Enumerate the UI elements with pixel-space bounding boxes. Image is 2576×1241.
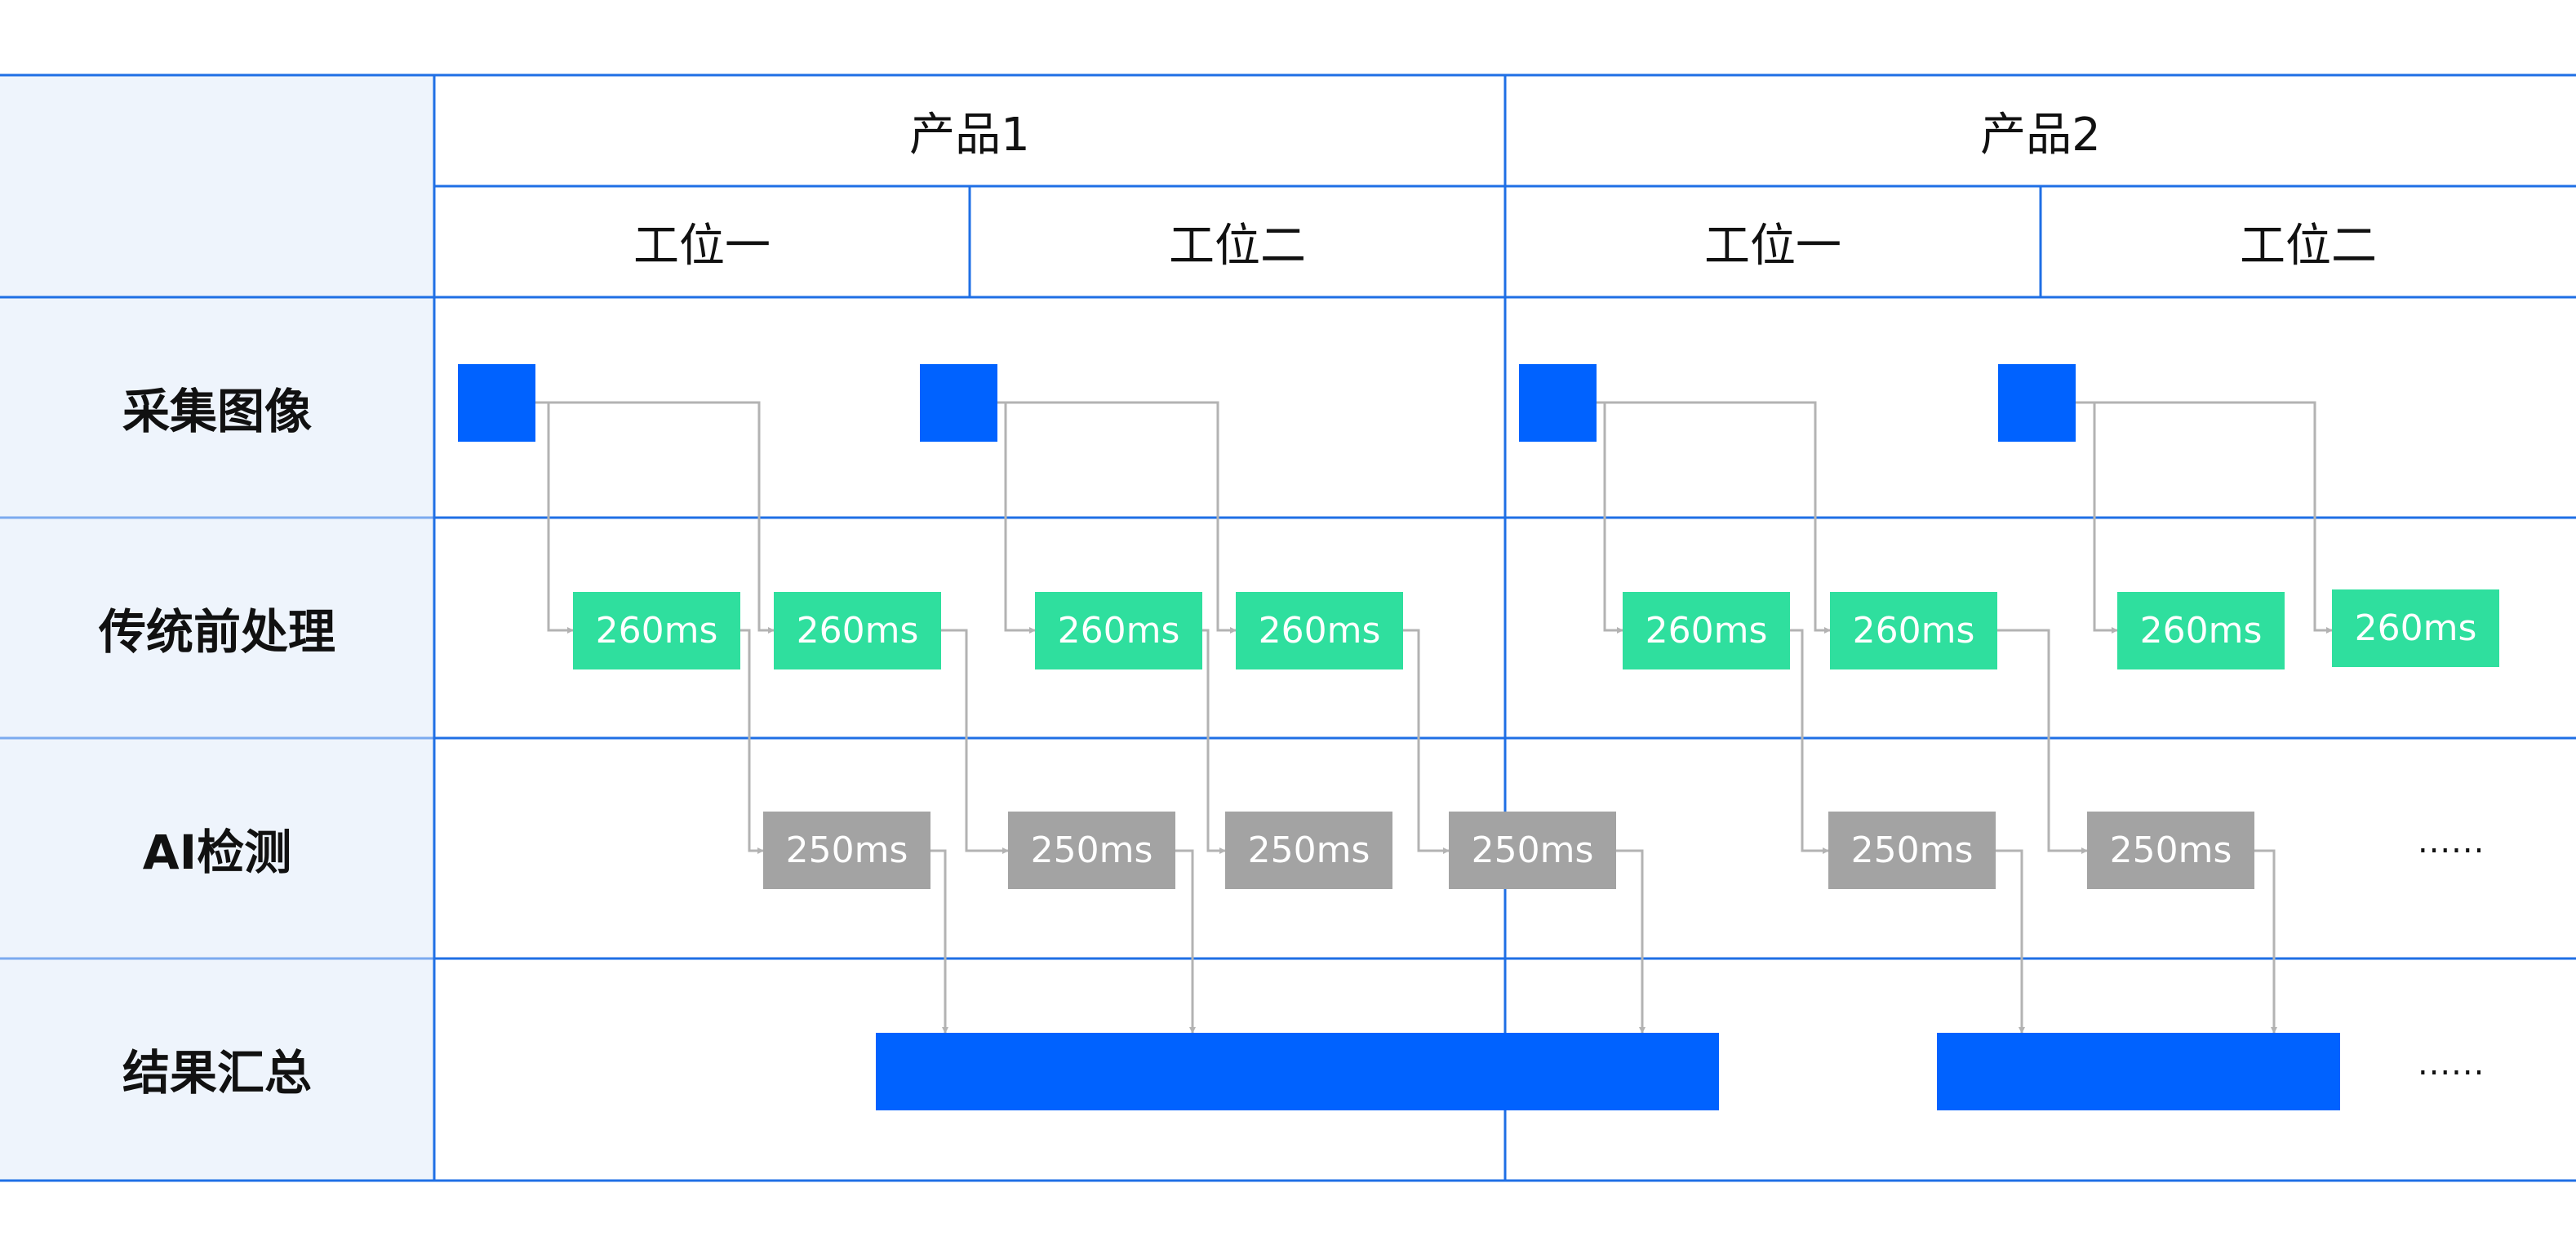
summary-continuation-ellipsis: ......	[2418, 1045, 2485, 1083]
preprocess-task: 260ms	[1623, 592, 1790, 669]
ai-task: 250ms	[1449, 812, 1616, 889]
product-1-station-1-header: 工位一	[633, 219, 771, 273]
flow-arrow	[1175, 849, 1196, 1034]
flow-arrow	[2254, 849, 2277, 1034]
capture-block	[1998, 364, 2076, 442]
flow-arrow	[1202, 629, 1226, 854]
capture-block	[1519, 364, 1597, 442]
preprocess-task: 260ms	[1236, 592, 1403, 669]
preprocess-task: 260ms	[573, 592, 740, 669]
product-1-station-2-header: 工位二	[1169, 219, 1306, 273]
preprocess-task: 260ms	[1035, 592, 1202, 669]
flow-arrow	[1997, 629, 2088, 854]
flow-arrow	[535, 401, 775, 634]
flow-arrow	[941, 629, 1009, 854]
capture-block	[920, 364, 997, 442]
product-2-station-1-header: 工位一	[1704, 219, 1841, 273]
flow-arrow	[740, 629, 764, 854]
summary-bar	[876, 1033, 1719, 1110]
flow-arrow	[1597, 401, 1831, 634]
preprocess-task: 260ms	[2332, 589, 2499, 667]
row-label-summary: 结果汇总	[122, 1045, 312, 1101]
flow-arrow	[1403, 629, 1450, 854]
product-1-header: 产品1	[909, 108, 1030, 162]
ai-task: 250ms	[1008, 812, 1175, 889]
label-column-background	[0, 75, 434, 1181]
preprocess-task: 260ms	[2117, 592, 2285, 669]
ai-task: 250ms	[1225, 812, 1392, 889]
flow-arrow	[2076, 401, 2333, 634]
product-2-header: 产品2	[1980, 108, 2101, 162]
row-label-capture: 采集图像	[122, 384, 312, 439]
product-2-station-2-header: 工位二	[2240, 219, 2377, 273]
preprocess-task: 260ms	[774, 592, 941, 669]
row-label-ai: AI检测	[142, 825, 292, 880]
capture-block	[458, 364, 535, 442]
ai-task: 250ms	[2087, 812, 2254, 889]
flow-arrow	[1996, 849, 2025, 1034]
ai-task: 250ms	[763, 812, 930, 889]
summary-bar	[1937, 1033, 2340, 1110]
ai-continuation-ellipsis: ......	[2418, 823, 2485, 861]
preprocess-task: 260ms	[1830, 592, 1997, 669]
row-label-preprocess: 传统前处理	[98, 604, 335, 660]
flow-arrow	[930, 849, 948, 1034]
flow-arrow	[997, 401, 1237, 634]
ai-task: 250ms	[1828, 812, 1996, 889]
flow-arrow	[1616, 849, 1646, 1034]
flow-arrow	[1790, 629, 1829, 854]
